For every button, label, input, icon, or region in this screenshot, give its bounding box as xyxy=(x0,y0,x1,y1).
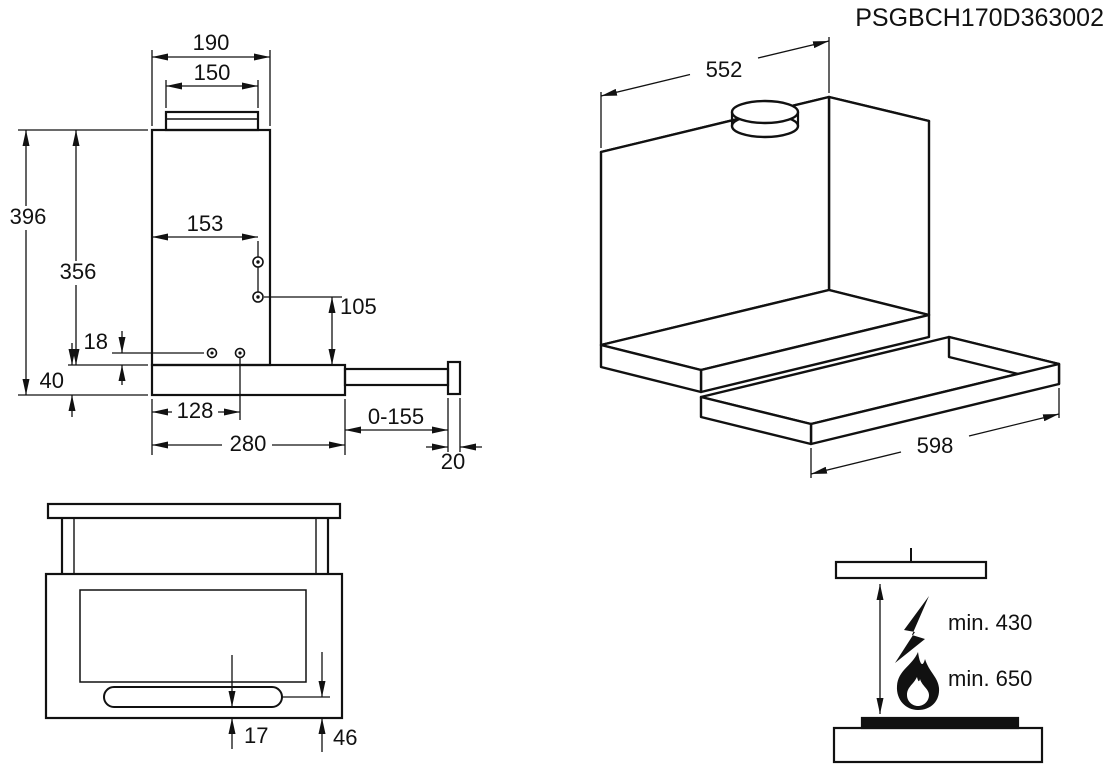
front-panel-edge xyxy=(446,360,462,396)
dim-label-upper-hole-to-base: 105 xyxy=(340,294,377,319)
side-view-outlines xyxy=(150,110,462,397)
perspective-dimensions xyxy=(600,37,1060,478)
front-view: 17 46 xyxy=(44,502,357,752)
dim-label-base-depth: 280 xyxy=(230,431,267,456)
drawing-code: PSGBCH170D363002 xyxy=(855,4,1104,32)
handle-slot xyxy=(103,686,283,708)
visor-left-face xyxy=(699,395,813,446)
flame-icon xyxy=(896,652,940,710)
dim-label-upper-holes-offset: 153 xyxy=(187,211,224,236)
mounting-holes xyxy=(206,256,264,359)
chimney-body xyxy=(150,128,272,367)
clearance-view: min. 430 min. 650 xyxy=(832,548,1044,764)
hood-3d-body xyxy=(599,95,1061,446)
dim-label-pullout-travel: 0-155 xyxy=(368,404,424,429)
gas-clearance-label: min. 650 xyxy=(948,666,1032,691)
hood-base xyxy=(150,363,347,397)
clearance-outlines xyxy=(832,548,1044,764)
dim-label-total-height: 396 xyxy=(10,204,47,229)
top-frame xyxy=(46,502,342,520)
duct-spigot xyxy=(164,110,260,132)
dim-label-lower-holes-height: 18 xyxy=(84,329,108,354)
dim-label-body-height: 356 xyxy=(60,259,97,284)
visor-front-panel xyxy=(44,572,344,720)
duct-collar-icon xyxy=(730,99,800,139)
housing-right-face xyxy=(827,95,931,317)
hob-surface xyxy=(860,716,1020,730)
dim-label-top-width: 190 xyxy=(193,30,230,55)
perspective-view: 552 598 xyxy=(599,37,1061,478)
recessed-panel xyxy=(79,589,307,683)
casing-left-band xyxy=(599,343,703,394)
electric-clearance-label: min. 430 xyxy=(948,610,1032,635)
dim-label-front-panel-thickness: 20 xyxy=(441,449,465,474)
telescopic-rail xyxy=(343,367,450,387)
dim-label-duct-width: 150 xyxy=(194,60,231,85)
lightning-icon xyxy=(895,596,929,663)
front-view-outlines xyxy=(44,502,344,720)
dim-label-housing-width: 552 xyxy=(706,57,743,82)
dim-label-base-height: 40 xyxy=(40,368,64,393)
dim-label-visor-width: 598 xyxy=(917,433,954,458)
side-view-labels: 190 150 396 356 18 40 153 105 128 280 0-… xyxy=(10,30,466,474)
hood-symbol xyxy=(834,560,988,580)
counter-symbol xyxy=(832,726,1044,764)
side-view: 190 150 396 356 18 40 153 105 128 280 0-… xyxy=(6,30,482,474)
dim-label-handle-to-bottom: 17 xyxy=(244,723,268,748)
side-view-dimensions xyxy=(6,50,482,456)
dim-label-lower-holes-offset: 128 xyxy=(177,398,214,423)
front-view-dimensions xyxy=(228,652,330,752)
dim-label-band-height: 46 xyxy=(333,725,357,750)
